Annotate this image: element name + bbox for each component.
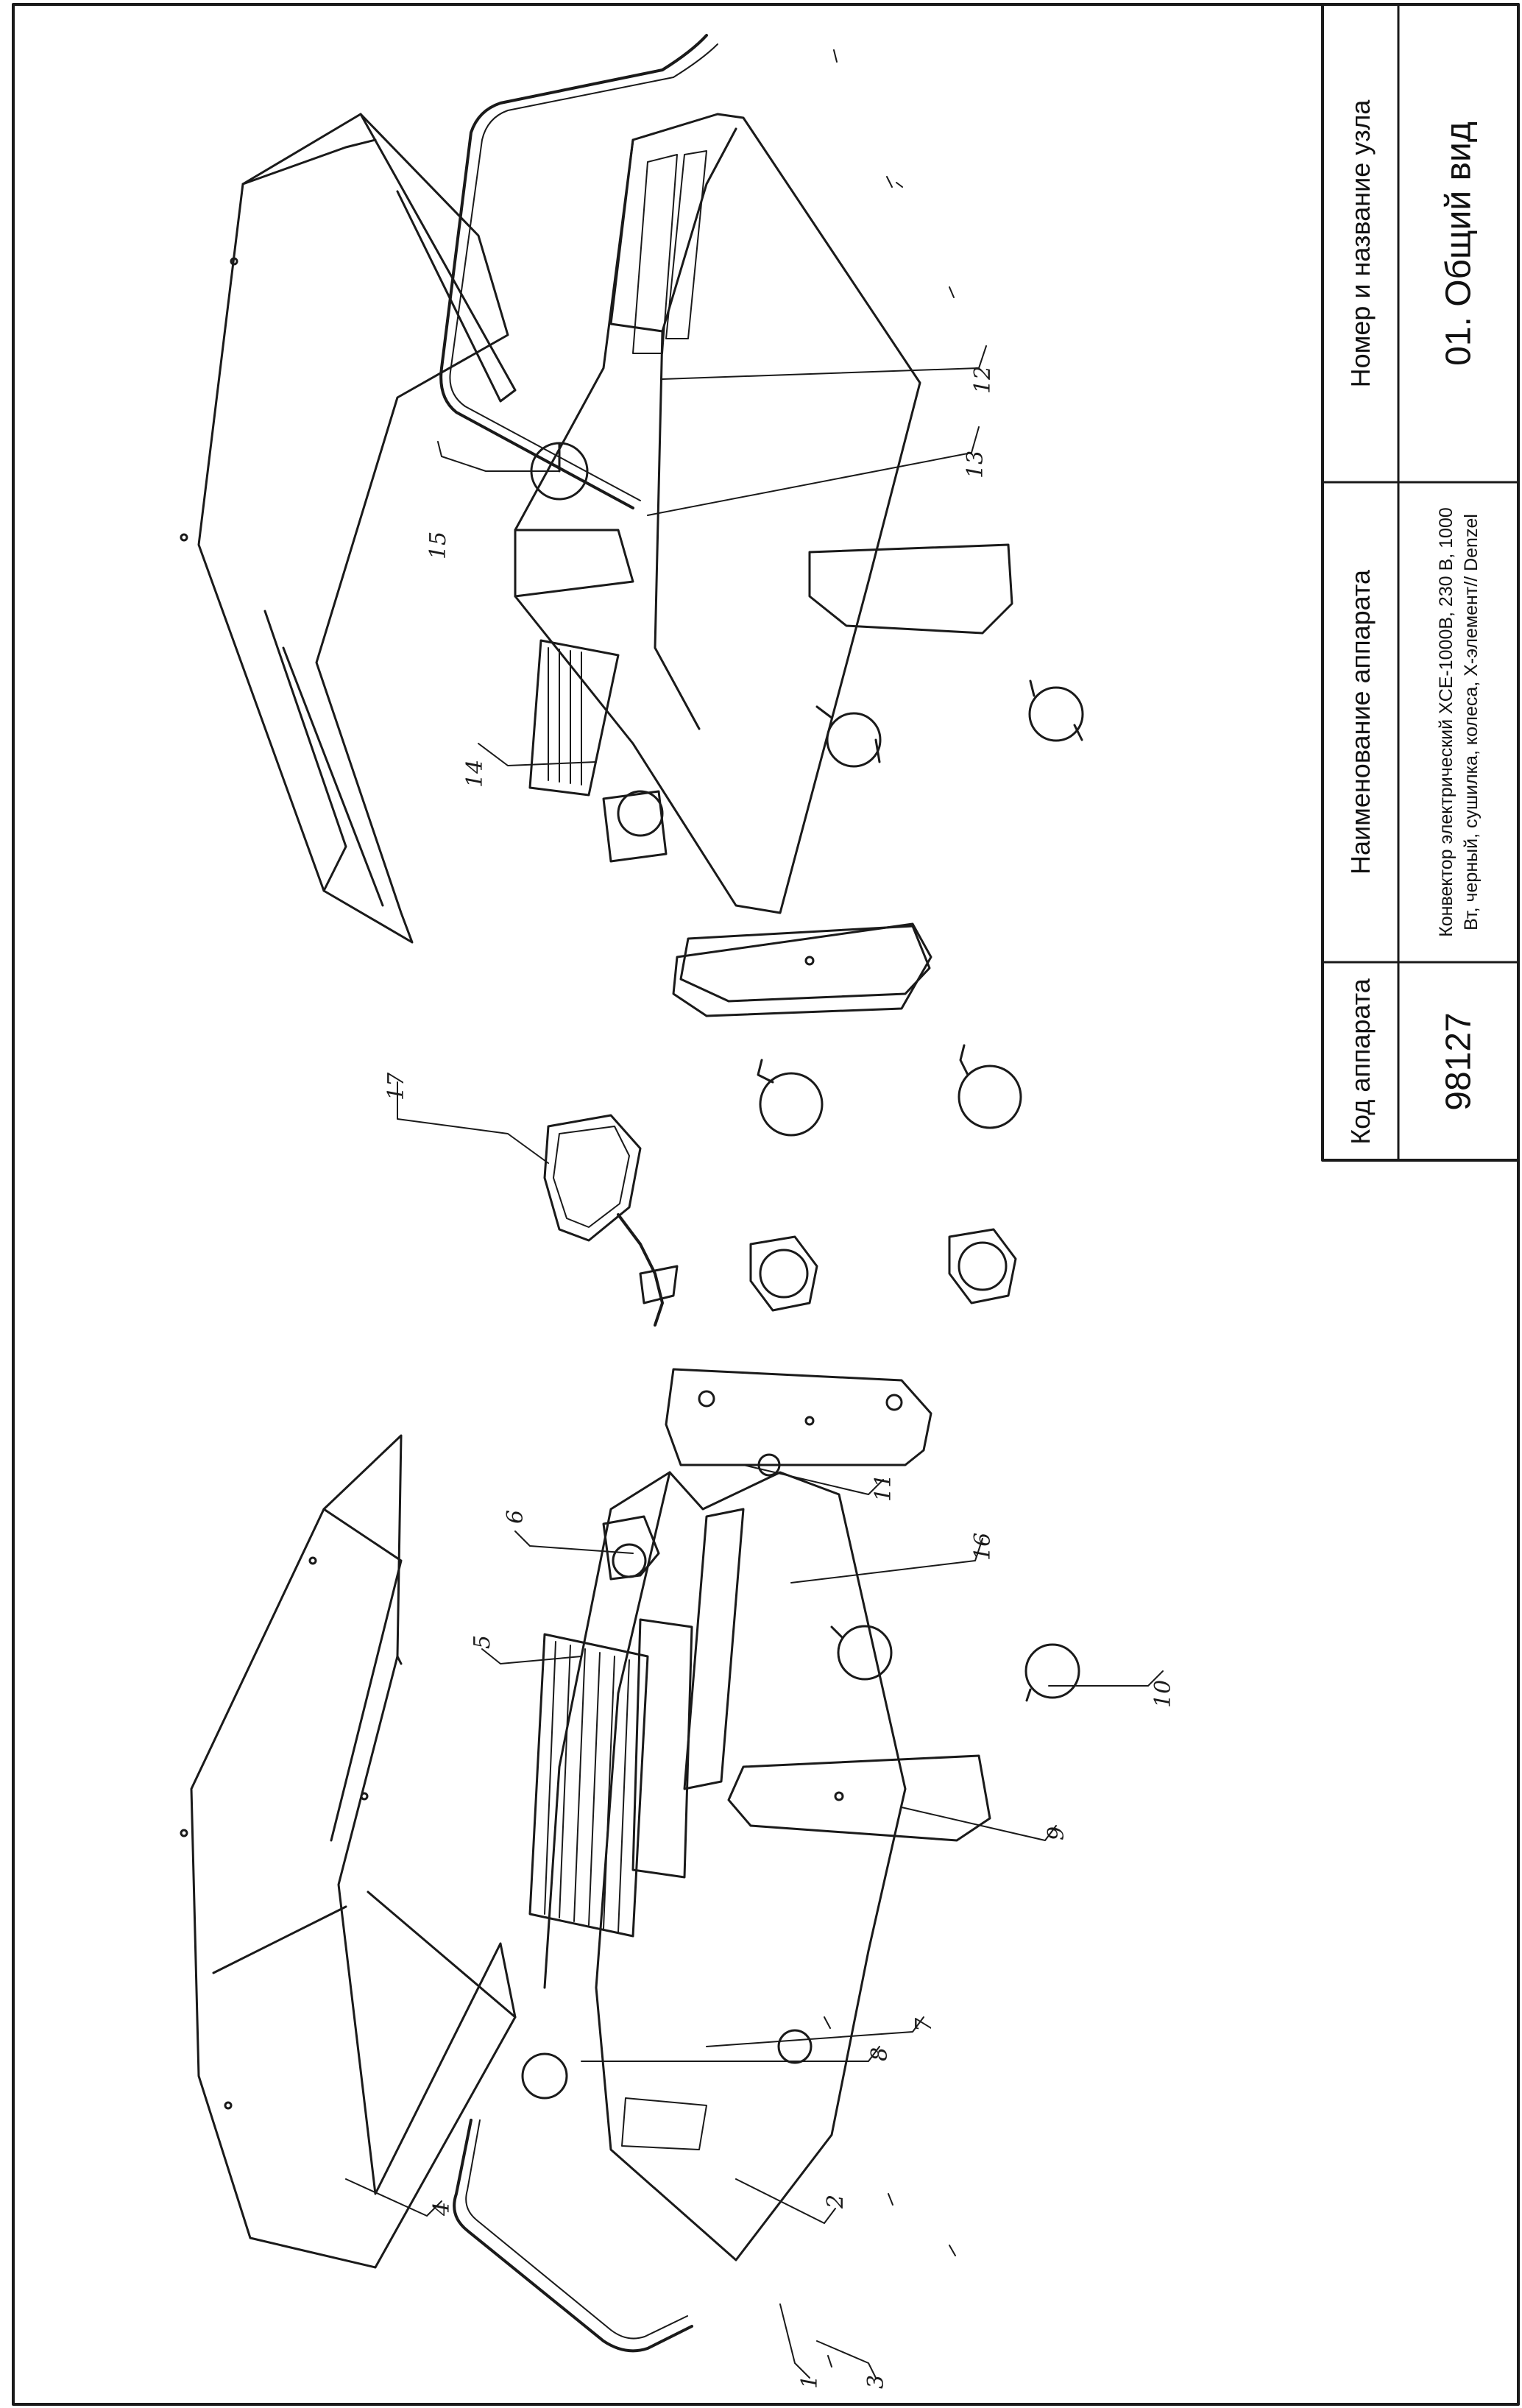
node-header-cell: Номер и название узла [1323,4,1398,482]
node-title: 01. Общий вид [1439,121,1478,366]
code-header: Код аппарата [1345,978,1376,1145]
callout-5: 5 [470,1635,495,1649]
device-header-cell: Наименование аппарата [1323,482,1398,962]
title-block-frame [1321,3,1520,1162]
device-code: 98127 [1439,1011,1478,1111]
leader-lines [345,345,1164,2379]
callout-17: 17 [383,1072,409,1101]
callout-12: 12 [970,366,996,394]
device-description: Конвектор электрический XCE-1000B, 230 В… [1435,507,1482,937]
node-value-cell: 01. Общий вид [1398,4,1518,482]
exploded-view [180,1434,1080,2368]
callout-13: 13 [963,451,988,479]
callout-15: 15 [425,532,451,559]
callout-10: 10 [1150,1680,1176,1708]
device-value-cell: Конвектор электрический XCE-1000B, 230 В… [1398,482,1518,962]
callout-8: 8 [867,2047,893,2061]
callout-9: 9 [1044,1826,1069,1840]
callout-4: 4 [429,2202,455,2217]
device-header: Наименование аппарата [1345,570,1376,875]
node-header: Номер и название узла [1345,99,1376,387]
code-value-cell: 98127 [1398,962,1518,1160]
callout-16: 16 [970,1533,996,1561]
sheet-frame [12,3,1520,2406]
callout-1: 1 [797,2375,823,2389]
callout-11: 11 [871,1474,896,1502]
separate-parts [397,925,1022,1466]
callout-14: 14 [462,760,488,788]
code-header-cell: Код аппарата [1323,962,1398,1160]
callout-2: 2 [823,2195,849,2209]
callout-6: 6 [503,1510,528,1524]
callout-7: 7 [911,2017,937,2032]
assembled-view [180,34,1084,1017]
callout-3: 3 [863,2375,889,2389]
